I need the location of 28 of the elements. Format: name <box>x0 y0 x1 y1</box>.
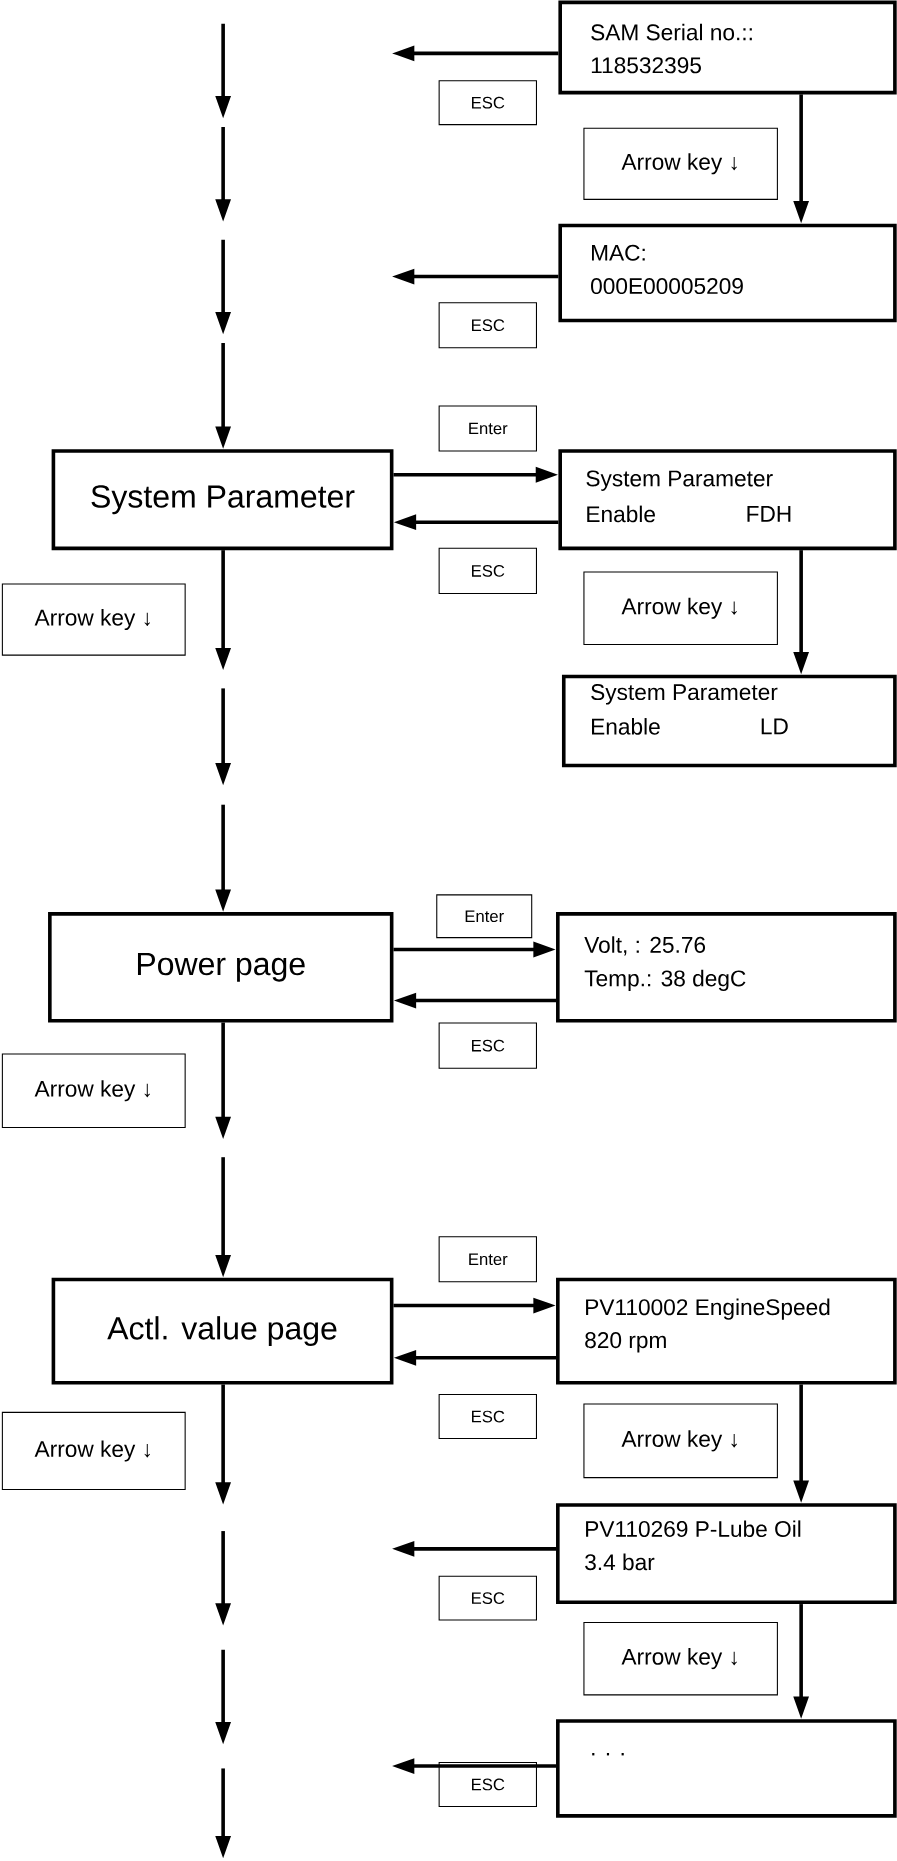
display-box: PV110269 P-Lube Oil 3.4 bar <box>555 1503 897 1605</box>
key-box: ESC <box>438 80 537 126</box>
key-box: ESC <box>438 1022 537 1069</box>
key-box: Arrow key ↓ <box>1 1053 186 1129</box>
key-box: Enter <box>436 894 533 939</box>
key-box: ESC <box>438 1394 537 1440</box>
display-box: MAC: 000E00005209 <box>558 223 897 323</box>
display-box: System Parameter Enable FDH <box>558 449 897 551</box>
display-box: Volt, : 25.76 Temp.: 38 degC <box>555 912 897 1023</box>
key-box: Arrow key ↓ <box>1 583 186 656</box>
page-box: Actl. value page <box>51 1277 394 1385</box>
key-box: ESC <box>438 547 537 594</box>
key-box: ESC <box>438 302 537 349</box>
page-box: System Parameter <box>51 449 394 551</box>
key-box: Arrow key ↓ <box>583 127 778 200</box>
key-box: ESC <box>438 1761 537 1807</box>
key-box: ESC <box>438 1575 537 1621</box>
key-box: Arrow key ↓ <box>583 1621 778 1696</box>
key-box: Arrow key ↓ <box>583 571 778 645</box>
page-box: Power page <box>47 912 394 1023</box>
key-box: Enter <box>438 1236 537 1283</box>
display-box: PV110002 EngineSpeed 820 rpm <box>555 1277 897 1385</box>
display-box: . . . <box>555 1719 897 1818</box>
display-box: System Parameter Enable LD <box>561 674 897 768</box>
key-box: Enter <box>438 405 537 452</box>
key-box: Arrow key ↓ <box>583 1403 778 1479</box>
display-box: SAM Serial no.:: 118532395 <box>558 0 897 95</box>
key-box: Arrow key ↓ <box>1 1411 186 1491</box>
